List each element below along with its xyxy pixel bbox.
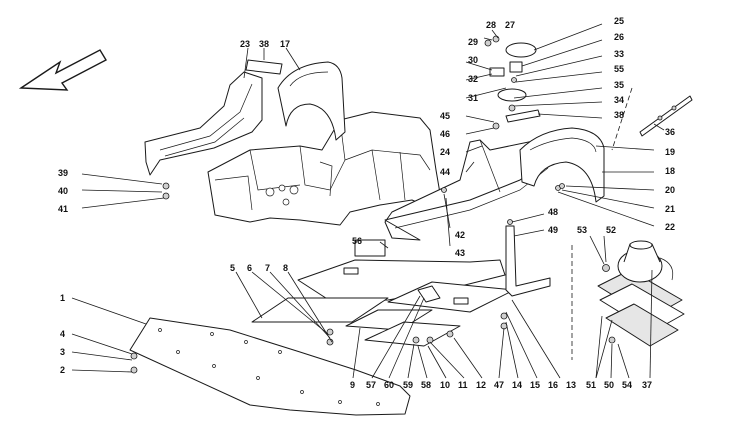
- callout-11: 11: [458, 380, 468, 390]
- callout-21: 21: [665, 204, 675, 214]
- callout-22: 22: [665, 222, 675, 232]
- callout-53: 53: [577, 225, 587, 235]
- callout-44: 44: [440, 167, 450, 177]
- callout-41: 41: [58, 204, 68, 214]
- leader-lines: [71, 23, 665, 379]
- antenna-element: [611, 87, 693, 151]
- underbody-tray: [129, 317, 411, 416]
- callout-24: 24: [440, 147, 450, 157]
- front-direction-arrow-icon: [18, 49, 107, 91]
- callout-46: 46: [440, 129, 450, 139]
- callout-32: 32: [468, 74, 478, 84]
- callout-38b: 38: [614, 110, 624, 120]
- callout-48: 48: [548, 207, 558, 217]
- callout-38a: 38: [259, 39, 269, 49]
- callout-17: 17: [280, 39, 290, 49]
- callout-14: 14: [512, 380, 522, 390]
- callout-25: 25: [614, 16, 624, 26]
- callout-27: 27: [505, 20, 515, 30]
- callout-9: 9: [350, 380, 355, 390]
- callout-50: 50: [604, 380, 614, 390]
- callout-31: 31: [468, 93, 478, 103]
- callout-30: 30: [468, 55, 478, 65]
- callout-47: 47: [494, 380, 504, 390]
- callout-15: 15: [530, 380, 540, 390]
- callout-43: 43: [455, 248, 465, 258]
- callout-23: 23: [240, 39, 250, 49]
- fuel-filler-cap-assembly: [484, 35, 537, 112]
- callout-35: 35: [614, 80, 624, 90]
- callout-33: 33: [614, 49, 624, 59]
- callout-36: 36: [665, 127, 675, 137]
- callout-7: 7: [265, 263, 270, 273]
- callout-6: 6: [247, 263, 252, 273]
- callout-29: 29: [468, 37, 478, 47]
- callout-5: 5: [230, 263, 235, 273]
- callout-54: 54: [622, 380, 632, 390]
- callout-18: 18: [665, 166, 675, 176]
- callout-58: 58: [421, 380, 431, 390]
- callout-13: 13: [566, 380, 576, 390]
- callout-8: 8: [283, 263, 288, 273]
- callout-34: 34: [614, 95, 624, 105]
- callout-52: 52: [606, 225, 616, 235]
- callout-3: 3: [60, 347, 65, 357]
- callout-1: 1: [60, 293, 65, 303]
- callout-37: 37: [642, 380, 652, 390]
- callout-39: 39: [58, 168, 68, 178]
- callout-40: 40: [58, 186, 68, 196]
- callout-26: 26: [614, 32, 624, 42]
- callout-28: 28: [486, 20, 496, 30]
- chassis-frame: [207, 111, 443, 226]
- callout-45: 45: [440, 111, 450, 121]
- callout-2: 2: [60, 365, 65, 375]
- callout-59: 59: [403, 380, 413, 390]
- callout-16: 16: [548, 380, 558, 390]
- left-inner-sill-panel: [144, 59, 283, 176]
- callout-56: 56: [352, 236, 362, 246]
- callout-42: 42: [455, 230, 465, 240]
- callout-57: 57: [366, 380, 376, 390]
- callout-20: 20: [665, 185, 675, 195]
- callout-49: 49: [548, 225, 558, 235]
- rear-wheelhouse-liner: [277, 61, 346, 141]
- fasteners: [130, 122, 616, 374]
- callout-10: 10: [440, 380, 450, 390]
- callout-12: 12: [476, 380, 486, 390]
- callout-51: 51: [586, 380, 596, 390]
- callout-55: 55: [614, 64, 624, 74]
- callout-4: 4: [60, 329, 65, 339]
- callout-19: 19: [665, 147, 675, 157]
- floor-panels: [251, 225, 551, 347]
- callout-labels: 1 2 3 4 5 6 7 8 9 10 11 12 13 14 15 16 1…: [58, 16, 675, 390]
- callout-60: 60: [384, 380, 394, 390]
- battery-cover-assembly: [571, 240, 685, 360]
- front-wheelhouse-liner: [519, 127, 605, 203]
